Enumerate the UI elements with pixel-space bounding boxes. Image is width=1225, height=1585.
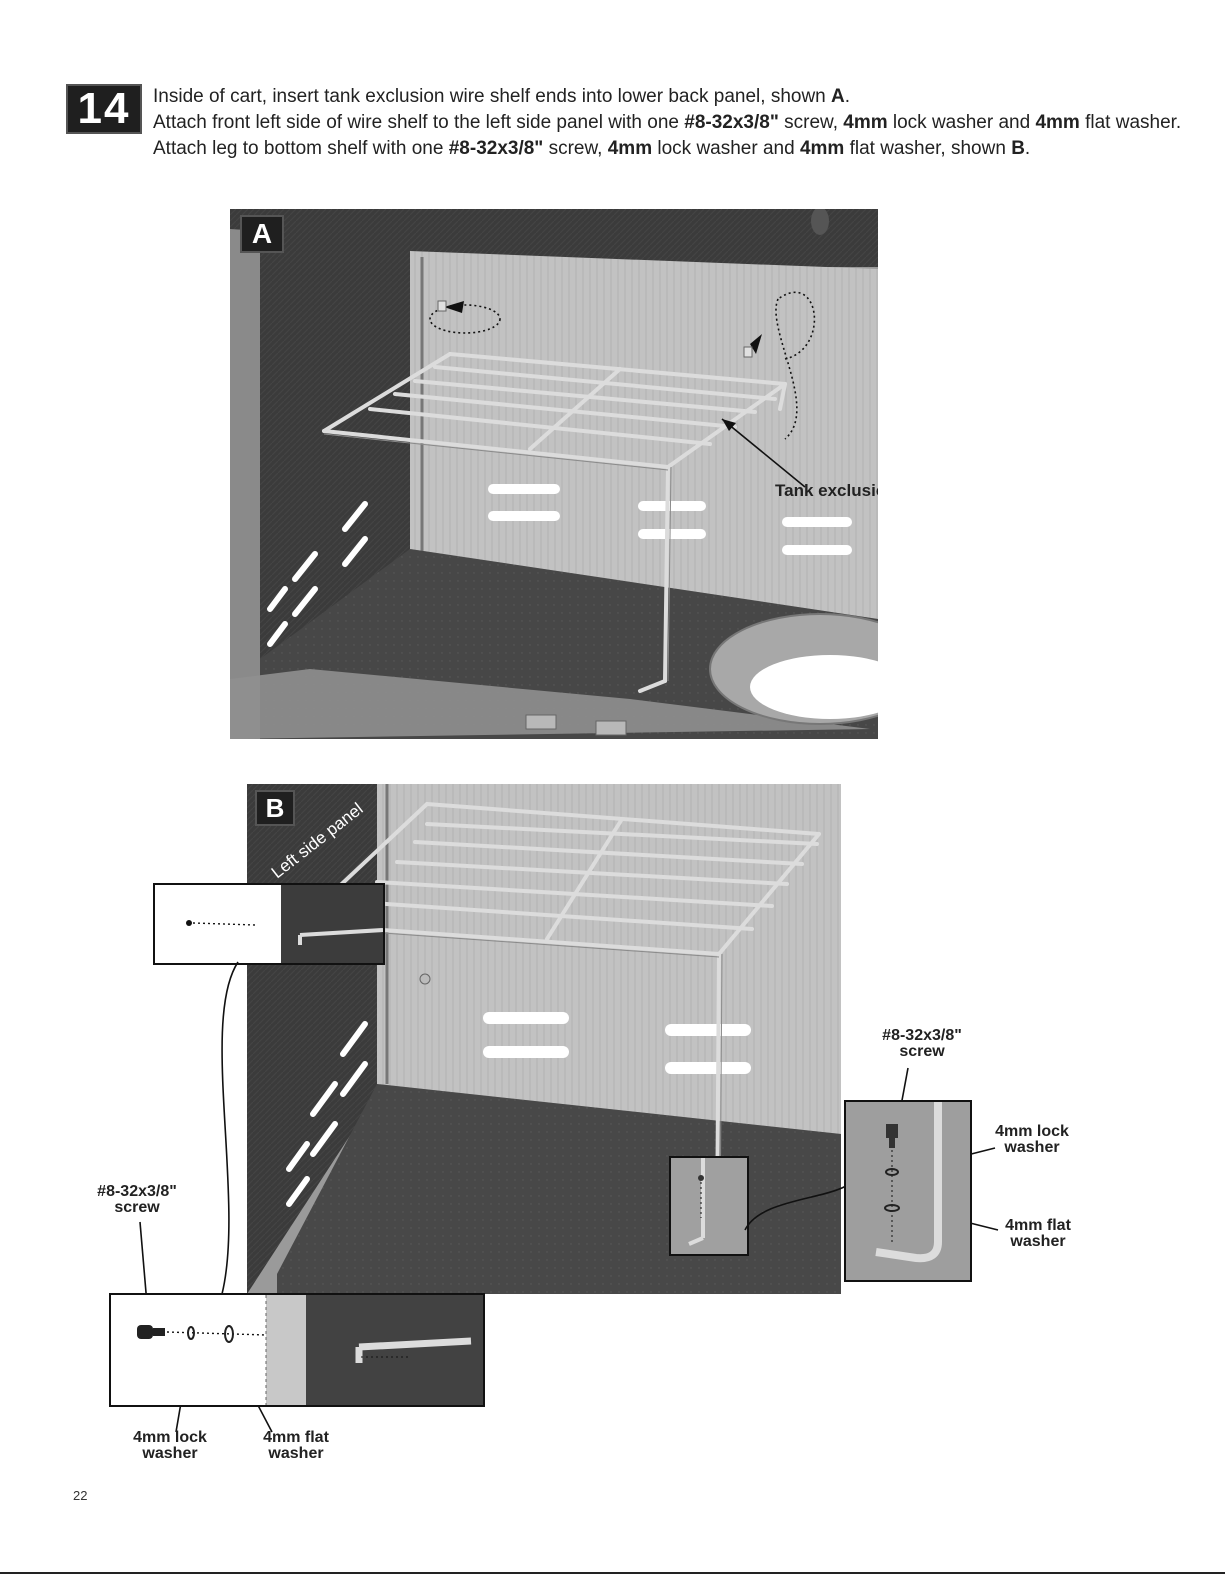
- page-number: 22: [73, 1488, 88, 1503]
- insertion-arrows: [429, 291, 816, 440]
- instruction-line-2: Attach front left side of wire shelf to …: [153, 112, 1182, 133]
- callout-leader: [721, 418, 806, 488]
- figure-a-drawing: [230, 209, 878, 739]
- bottom-rule: [0, 1572, 1225, 1574]
- left-screw-label: #8-32x3/8" screw: [97, 1183, 177, 1216]
- shelf-end-zoom-box: [153, 883, 385, 965]
- figure-b-label: B: [255, 790, 295, 826]
- vent-slots: [488, 484, 852, 555]
- tank-exclusion-shelf-label: Tank exclusion wire shelf: [775, 481, 878, 500]
- instruction-line-1: Inside of cart, insert tank exclusion wi…: [153, 86, 851, 107]
- figure-b-drawing: Left side panel: [247, 784, 841, 1294]
- figure-a-illustration: A Tank exclusion wire shelf: [230, 209, 878, 739]
- wire-shelf-b: [295, 802, 821, 1236]
- instructions: Inside of cart, insert tank exclusion wi…: [153, 84, 1182, 162]
- right-screw-label: #8-32x3/8" screw: [882, 1027, 962, 1060]
- leg-fastener-detail: [844, 1100, 972, 1282]
- left-lock-washer-label: 4mm lock washer: [133, 1429, 207, 1462]
- figure-a-label: A: [240, 215, 284, 253]
- back-panel: [410, 251, 878, 619]
- leg-zoom-marker: [669, 1156, 749, 1256]
- wire-shelf: [322, 352, 787, 693]
- right-flat-washer-label: 4mm flat washer: [1005, 1217, 1071, 1250]
- right-lock-washer-label: 4mm lock washer: [995, 1123, 1069, 1156]
- step-number-badge: 14: [66, 84, 142, 134]
- left-flat-washer-label: 4mm flat washer: [263, 1429, 329, 1462]
- top-fastener: [811, 209, 829, 235]
- shelf-fastener-detail: [109, 1293, 485, 1407]
- instruction-line-3: Attach leg to bottom shelf with one #8-3…: [153, 138, 1031, 159]
